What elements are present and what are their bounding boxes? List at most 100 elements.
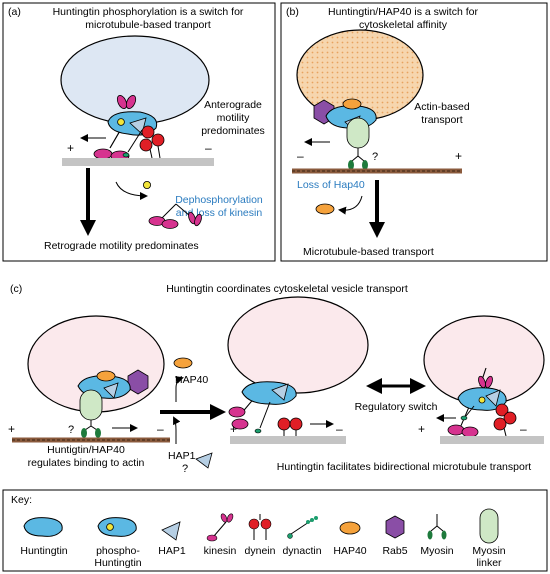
key-label-myosin: Myosin bbox=[420, 545, 453, 557]
plus-end: + bbox=[418, 422, 425, 436]
right-caption: Huntingtin facilitates bidirectional mic… bbox=[277, 461, 532, 473]
phospho-site bbox=[117, 118, 125, 126]
key-label-phospho: phospho- bbox=[96, 545, 140, 557]
regulatory-switch-label: Regulatory switch bbox=[355, 401, 438, 413]
panel-b: (b) Huntingtin/HAP40 is a switch for cyt… bbox=[280, 2, 548, 262]
panel-a-frame bbox=[2, 2, 276, 262]
vesicle-actin-state: ? + – bbox=[8, 315, 170, 443]
key-phospho-dot bbox=[106, 523, 114, 531]
dynein bbox=[277, 417, 303, 436]
key-rab5-glyph bbox=[385, 515, 405, 539]
kinesin bbox=[228, 395, 257, 430]
panel-a: (a) Huntingtin phosphorylation is a swit… bbox=[2, 2, 276, 262]
dynein bbox=[139, 125, 165, 159]
key-label-dynactin: dynactin bbox=[282, 545, 321, 557]
hap1-label: HAP1 bbox=[168, 450, 196, 462]
plus-end: + bbox=[8, 422, 15, 436]
dynactin bbox=[460, 405, 475, 421]
released-hap40 bbox=[315, 203, 335, 215]
actin-line1: Actin-based bbox=[414, 101, 470, 113]
key-label-phospho-2: Huntingtin bbox=[94, 557, 141, 569]
dephos-line1: Dephosphorylation bbox=[175, 194, 263, 206]
curved-arrow bbox=[115, 181, 148, 200]
microtubule bbox=[62, 158, 214, 166]
minus-end: – bbox=[297, 149, 304, 163]
key-frame bbox=[2, 489, 548, 572]
dynactin bbox=[254, 401, 271, 434]
myosin-linker bbox=[346, 117, 370, 149]
microtubule bbox=[230, 436, 346, 444]
panel-b-frame bbox=[280, 2, 548, 262]
microtubule bbox=[440, 436, 544, 444]
vesicle-microtubule-state: + – bbox=[227, 296, 369, 444]
actin-line2: transport bbox=[421, 114, 463, 126]
curved-arrow bbox=[338, 195, 363, 215]
key-hap1-glyph bbox=[161, 521, 181, 541]
vesicle bbox=[60, 35, 210, 125]
hap40 bbox=[96, 370, 116, 382]
panel-b-letter: (b) bbox=[286, 6, 299, 18]
minus-end: – bbox=[205, 141, 212, 155]
panel-a-result: Retrograde motility predominates bbox=[44, 240, 199, 252]
panel-b-title-line1: Huntingtin/HAP40 is a switch for bbox=[328, 6, 478, 18]
hap1 bbox=[271, 383, 289, 401]
key-hap40-glyph bbox=[339, 521, 361, 535]
key-label-rab5: Rab5 bbox=[382, 545, 407, 557]
key-huntingtin-glyph bbox=[23, 517, 63, 537]
key-label-huntingtin: Huntingtin bbox=[20, 545, 67, 557]
panel-c-title: Huntingtin coordinates cytoskeletal vesi… bbox=[166, 283, 408, 295]
free-hap40 bbox=[173, 357, 193, 369]
anterograde-line1: Anterograde bbox=[204, 99, 262, 111]
panel-c: (c) Huntingtin coordinates cytoskeletal … bbox=[8, 283, 545, 475]
dynein bbox=[493, 403, 517, 437]
minus-end: – bbox=[336, 422, 343, 436]
key-label-hap40: HAP40 bbox=[333, 545, 366, 557]
vesicle bbox=[227, 296, 369, 394]
myosin bbox=[81, 420, 101, 438]
hap1-question: ? bbox=[182, 463, 188, 475]
left-caption-line2: regulates binding to actin bbox=[28, 457, 145, 469]
dynactin bbox=[122, 129, 143, 158]
key-dynein-glyph bbox=[248, 514, 272, 540]
hap1 bbox=[103, 382, 119, 399]
key-label-hap1: HAP1 bbox=[158, 545, 186, 557]
key-label-dynein: dynein bbox=[245, 545, 276, 557]
key-title: Key: bbox=[11, 494, 32, 506]
key-myosin-glyph bbox=[427, 514, 447, 540]
hap40-label: HAP40 bbox=[175, 374, 208, 386]
key-label-myosin-linker-2: linker bbox=[476, 557, 502, 569]
anterograde-line3: predominates bbox=[201, 125, 265, 137]
minus-end: – bbox=[157, 422, 164, 436]
panel-b-result: Microtubule-based transport bbox=[303, 246, 434, 258]
panel-c-letter: (c) bbox=[10, 283, 22, 295]
panel-b-title-line2: cytoskeletal affinity bbox=[359, 19, 448, 31]
key-myosin-linker-glyph bbox=[479, 508, 499, 544]
phospho-site bbox=[478, 396, 486, 404]
minus-end: – bbox=[520, 422, 527, 436]
question-mark: ? bbox=[372, 151, 378, 163]
vesicle-retrograde-state: + – bbox=[418, 315, 545, 444]
anterograde-line2: motility bbox=[217, 112, 250, 124]
phosphate bbox=[142, 180, 151, 189]
left-caption-line1: Huntigtin/HAP40 bbox=[47, 444, 125, 456]
plus-end: + bbox=[230, 422, 237, 436]
key-label-kinesin: kinesin bbox=[204, 545, 237, 557]
hap1 bbox=[485, 389, 501, 407]
hap1-arrow bbox=[173, 416, 181, 444]
key-kinesin-glyph bbox=[206, 513, 234, 542]
myosin bbox=[348, 148, 368, 170]
key-label-myosin-linker: Myosin bbox=[472, 545, 505, 557]
released-kinesin bbox=[148, 203, 202, 229]
free-hap1 bbox=[195, 452, 213, 469]
hap40 bbox=[342, 98, 362, 110]
key-phospho-huntingtin-glyph bbox=[97, 517, 137, 537]
hap40-release-arrow bbox=[175, 376, 184, 402]
question-mark: ? bbox=[68, 424, 74, 436]
plus-end: + bbox=[67, 141, 74, 155]
panel-a-title-line2: microtubule-based tranport bbox=[85, 19, 211, 31]
myosin-linker bbox=[79, 389, 103, 421]
plus-end: + bbox=[455, 149, 462, 163]
key: Key: Huntingtin phospho- Huntingtin HAP1… bbox=[2, 489, 548, 572]
loss-label: Loss of Hap40 bbox=[297, 179, 365, 191]
